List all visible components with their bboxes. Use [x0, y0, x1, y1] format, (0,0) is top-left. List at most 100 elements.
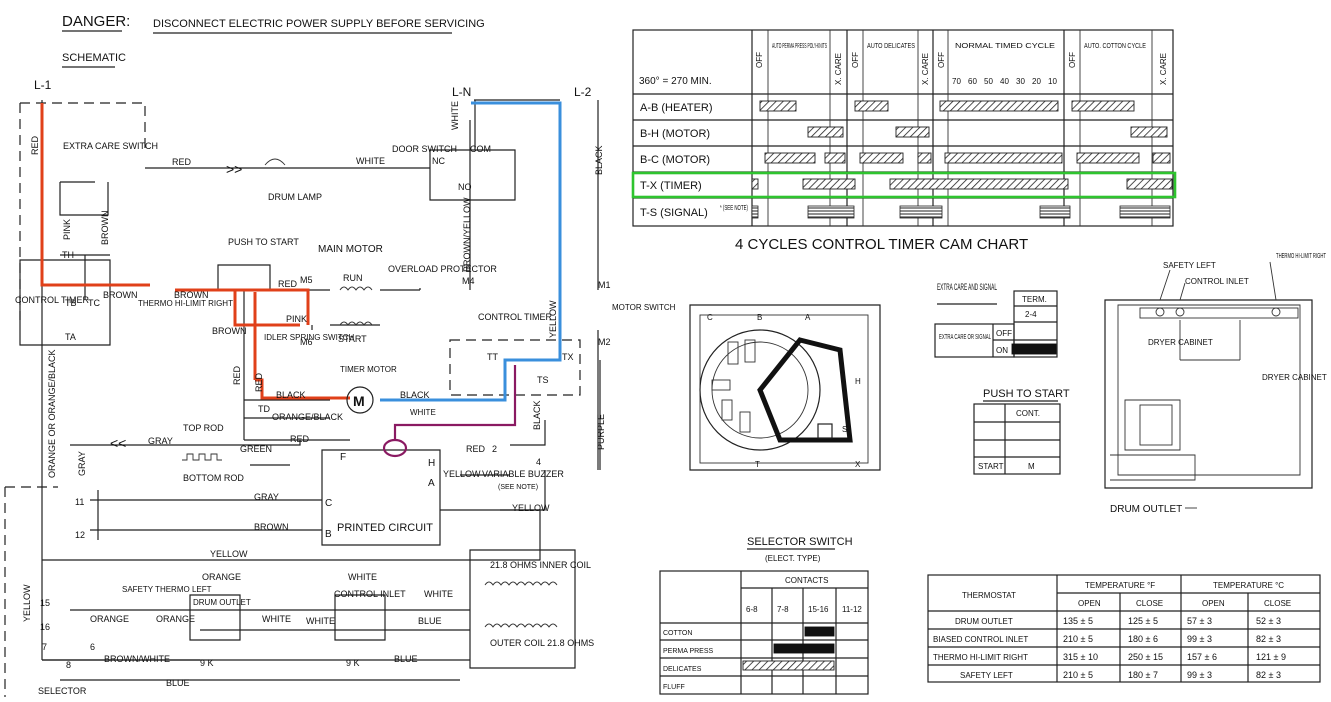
wire-brown-label-2: BROWN	[174, 290, 209, 300]
wire-green-label: GREEN	[240, 444, 272, 454]
m4-label: M4	[462, 276, 475, 286]
wire-red-label: RED	[172, 157, 192, 167]
tt-label: TT	[487, 352, 498, 362]
wire-brown-label-3: BROWN	[212, 326, 247, 336]
wire-brown-yellow-vertical: BROWN/YELLOW	[462, 197, 472, 272]
cam-header-off-3: OFF	[937, 52, 946, 68]
wire-white-label-3: WHITE	[262, 614, 291, 624]
rod-heater-symbol	[182, 453, 222, 461]
wire-red-label-2: RED	[278, 279, 298, 289]
wire-white-label-6: WHITE	[424, 589, 453, 599]
danger-header: DANGER: DISCONNECT ELECTRIC POWER SUPPLY…	[62, 13, 485, 68]
dryer-cabinet-label-1: DRYER CABINET	[1148, 338, 1213, 347]
contact-12-label: 12	[75, 530, 85, 540]
wire-red-vertical: RED	[30, 135, 40, 155]
control-timer-2-label: CONTROL TIMER	[478, 312, 553, 322]
extra-care-title: EXTRA CARE AND SIGNAL	[937, 282, 997, 292]
nine-k-label-1: 9 K	[200, 658, 214, 668]
wire-black-label: BLACK	[276, 390, 306, 400]
h-label: H	[428, 458, 435, 469]
outer-coil-symbol	[484, 623, 558, 628]
wire-brown-vertical: BROWN	[100, 211, 110, 246]
start-row-label: START	[978, 462, 1004, 471]
drum-outlet-label: DRUM OUTLET	[193, 598, 251, 607]
terminal-4-label: 4	[536, 457, 541, 467]
f-close-value: 180 ± 6	[1128, 634, 1158, 644]
wire-gray-label-2: GRAY	[254, 492, 279, 502]
selector-label: SELECTOR	[38, 686, 87, 696]
timer-motor-symbol	[346, 386, 374, 414]
see-note-label: (SEE NOTE)	[498, 484, 538, 491]
motor-switch-label: MOTOR SWITCH	[612, 303, 676, 312]
nine-k-label-2: 9 K	[346, 658, 360, 668]
a-label: A	[428, 478, 435, 489]
contact-8-label: 8	[66, 660, 71, 670]
temp-f-header: TEMPERATURE °F	[1085, 581, 1155, 590]
selector-switch-title: SELECTOR SWITCH	[747, 536, 853, 548]
push-to-start-table: PUSH TO START CONT. START M	[973, 388, 1070, 475]
selector-row-perma-press: PERMA PRESS	[663, 648, 714, 655]
dryer-drum-outlet-label: DRUM OUTLET	[1110, 504, 1182, 515]
cam-row-bh: B-H (MOTOR)	[640, 128, 710, 140]
push-to-start-title: PUSH TO START	[983, 388, 1070, 400]
selector-col-6-8: 6-8	[746, 605, 758, 614]
extra-care-switch-label: EXTRA CARE SWITCH	[63, 141, 158, 151]
f-open-value: 315 ± 10	[1063, 652, 1098, 662]
bottom-rod-label: BOTTOM ROD	[183, 473, 244, 483]
nc-label: NC	[432, 156, 445, 166]
wire-red-label-4: RED	[466, 444, 486, 454]
wire-brown-label: BROWN	[103, 290, 138, 300]
timer-h-label: H	[855, 377, 861, 386]
timer-c-label: C	[707, 313, 713, 322]
start-winding	[339, 321, 373, 326]
c-close-value: 82 ± 3	[1256, 634, 1281, 644]
inner-coil-symbol	[484, 581, 558, 586]
idler-spring-switch-label: IDLER SPRING SWITCH	[264, 333, 354, 342]
m6-label: M6	[300, 337, 313, 347]
main-motor-label: MAIN MOTOR	[318, 244, 383, 255]
svg-text:<<: <<	[110, 435, 126, 451]
wire-red-vertical-2: RED	[232, 365, 242, 385]
term-label: TERM.	[1022, 295, 1047, 304]
timer-x-label: X	[855, 460, 861, 469]
cam-header-delicates: AUTO DELICATES	[867, 43, 915, 50]
c-open-value: 57 ± 3	[1187, 616, 1212, 626]
dryer-cabinet-label-2: DRYER CABINET	[1262, 373, 1327, 382]
td-label: TD	[258, 404, 270, 414]
timer-s-label: S	[842, 425, 847, 434]
timed-mark-40: 40	[1000, 77, 1009, 86]
c-close-value: 52 ± 3	[1256, 616, 1281, 626]
schematic-label: SCHEMATIC	[62, 52, 126, 64]
selector-row-cotton: COTTON	[663, 630, 692, 637]
wire-orange-label-2: ORANGE	[90, 614, 129, 624]
c-close-value: 82 ± 3	[1256, 670, 1281, 680]
m2-label: M2	[598, 337, 611, 347]
cam-header-auto-cotton: AUTO. COTTON CYCLE	[1084, 43, 1146, 50]
outer-coil-label: OUTER COIL 21.8 OHMS	[490, 638, 594, 648]
thermostat-name: THERMO HI-LIMIT RIGHT	[933, 653, 1028, 662]
timed-mark-60: 60	[968, 77, 977, 86]
cam-header-xcare-3: X. CARE	[1159, 53, 1168, 85]
thermostat-table: THERMOSTAT TEMPERATURE °F TEMPERATURE °C…	[927, 574, 1321, 683]
control-timer-label: CONTROL TIMER	[15, 295, 90, 305]
wire-yellow-label-2: YELLOW	[512, 503, 550, 513]
wire-white-vertical: WHITE	[450, 101, 460, 130]
wire-black-vertical-2: BLACK	[532, 400, 542, 430]
wire-orange-black-label: ORANGE/BLACK	[272, 412, 343, 422]
timer-a-label: A	[805, 313, 811, 322]
no-label: NO	[458, 182, 472, 192]
cam-row-tx: T-X (TIMER)	[640, 180, 702, 192]
c-open-value: 157 ± 6	[1187, 652, 1217, 662]
f-close-value: 250 ± 15	[1128, 652, 1163, 662]
danger-label: DANGER:	[62, 13, 130, 30]
m1-label: M1	[598, 280, 611, 290]
push-to-start-label: PUSH TO START	[228, 237, 299, 247]
terminal-2-label: 2	[492, 444, 497, 454]
dryer-cabinet-drawing: SAFETY LEFT CONTROL INLET THERMO HI-LIMI…	[1104, 253, 1327, 515]
temp-c-header: TEMPERATURE °C	[1213, 581, 1284, 590]
b-label: B	[325, 529, 332, 540]
contact-16-label: 16	[40, 622, 50, 632]
com-label: COM	[470, 144, 491, 154]
contact-11-label: 11	[75, 497, 84, 507]
cont-label: CONT.	[1016, 409, 1040, 418]
